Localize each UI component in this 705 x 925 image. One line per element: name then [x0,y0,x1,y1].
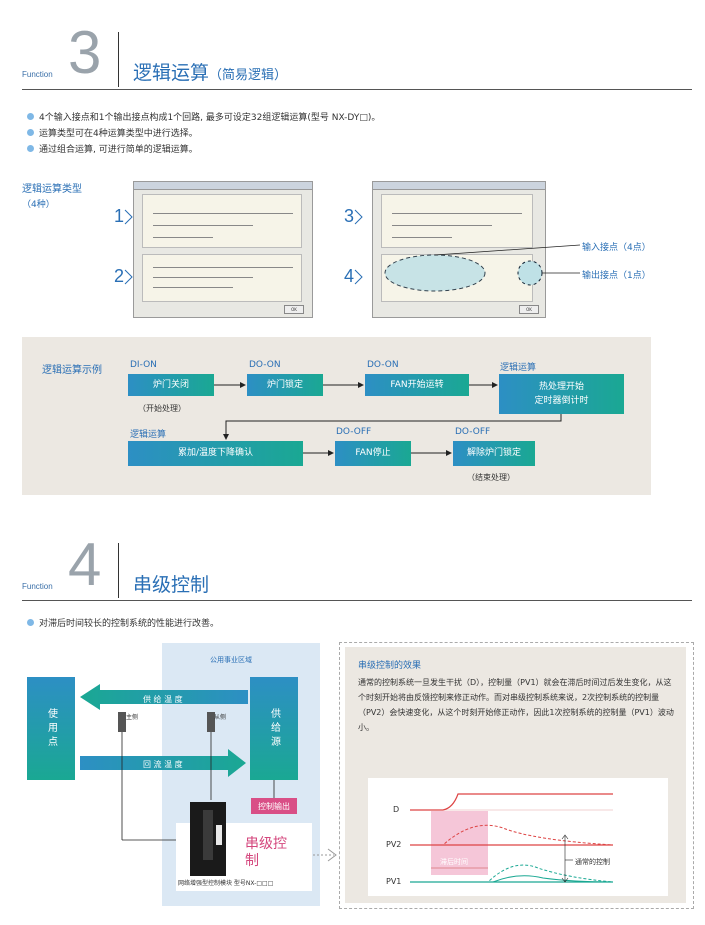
screenshot-overlay [124,209,581,292]
flow-head: DO-OFF [336,427,372,437]
primary-label: 主侧 [126,714,139,721]
response-graph [410,793,614,883]
title-underline [22,89,692,90]
return-temp-label: 回 流 温 度 [143,760,183,769]
utility-area-label: 公用事业区域 [210,656,252,664]
list-item: 运算类型可在4种运算类型中进行选择。 [27,124,380,140]
delay-label: 滞后时间 [440,858,468,866]
flow-box: FAN停止 [335,441,411,466]
flow-box: FAN开始运转 [365,374,469,396]
list-item: 4个输入接点和1个输出接点构成1个回路, 最多可设定32组逻辑运算(型号 NX-… [27,108,380,124]
effect-body: 通常的控制系统一旦发生干扰（D），控制量（PV1）就会在滞后时间过后发生变化，从… [358,678,674,732]
section-title: 串级控制 [133,574,210,596]
module-icon [190,802,226,876]
function-number: 4 [68,531,102,598]
flow-box: 热处理开始定时器倒计时 [499,374,624,414]
label-d: D [393,805,400,814]
flow-note: （开始处理） [138,404,186,413]
flow-head: 逻辑运算 [500,363,537,373]
logic-example-panel [22,337,651,495]
divider [118,543,119,598]
secondary-label: 从侧 [214,714,227,721]
flow-arrows [214,382,562,456]
flow-box: 炉门关闭 [128,374,214,396]
control-output-label: 控制输出 [251,798,297,814]
flow-note: （结束处理） [467,473,515,482]
type-number-4: 4 [344,266,355,286]
label-pv1: PV1 [386,877,402,886]
divider [118,32,119,87]
effect-title: 串级控制的效果 [358,661,422,671]
flow-box: 累加/温度下降确认 [128,441,303,466]
function-label: Function [22,70,53,79]
function-number: 3 [68,19,102,86]
supply-source: 供给源 [250,677,298,780]
example-label: 逻辑运算示例 [42,365,102,376]
type-number-2: 2 [114,266,125,286]
screenshot-left: OK [133,181,313,318]
list-item: 对滞后时间较长的控制系统的性能进行改善。 [27,616,219,629]
bullet-list: 4个输入接点和1个输出接点构成1个回路, 最多可设定32组逻辑运算(型号 NX-… [27,108,380,156]
flow-head: DO-ON [249,360,281,370]
supply-temp-label: 供 给 温 度 [143,695,183,704]
normal-control-label: 通常的控制 [575,858,610,866]
flow-head: DO-ON [367,360,399,370]
label-pv2: PV2 [386,840,402,849]
flow-head: DI-ON [130,360,157,370]
ok-button: OK [284,305,304,314]
section-title: 逻辑运算（简易逻辑） [133,62,288,84]
function-label: Function [22,582,53,591]
flow-box: 解除炉门锁定 [453,441,535,466]
flow-head: DO-OFF [455,427,491,437]
flow-box: 炉门锁定 [247,374,323,396]
ok-button: OK [519,305,539,314]
title-underline [22,600,692,601]
module-caption: 网络增强型控制模块 型号NX-□□□ [178,880,274,887]
callout-output: 输出接点（1点） [582,271,651,281]
types-sub: （4种） [22,200,55,210]
types-label: 逻辑运算类型 [22,184,82,195]
type-number-3: 3 [344,206,355,226]
list-item: 通过组合运算, 可进行简单的逻辑运算。 [27,140,380,156]
effect-frame [339,642,694,909]
type-number-1: 1 [114,206,125,226]
callout-input: 输入接点（4点） [582,243,651,253]
flow-head: 逻辑运算 [130,430,167,440]
user-point: 使用点 [27,677,75,780]
cascade-label: 串级控制 [245,836,287,869]
